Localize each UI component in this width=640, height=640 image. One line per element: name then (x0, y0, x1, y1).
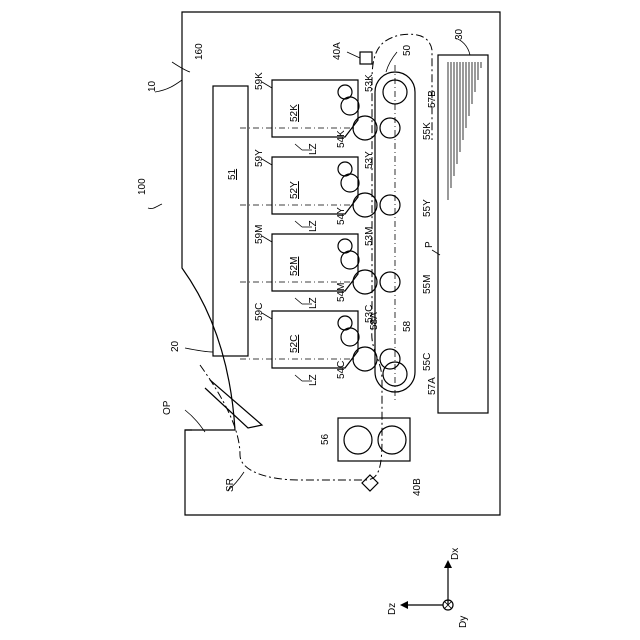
drum-label-52m: 54M (336, 283, 347, 302)
fixing-roller-1 (344, 426, 372, 454)
drum-label-52y: 54Y (336, 207, 347, 225)
cartridge-label-52k: 52K (289, 104, 300, 122)
label-57a: 57A (427, 377, 438, 395)
beam-label-52m: 59M (254, 225, 265, 244)
photoconductor-drum-52k (353, 116, 377, 140)
housing-frame (182, 12, 500, 515)
developer-label-52m: 53M (364, 227, 375, 246)
label-56: 56 (320, 433, 331, 445)
label-57b: 57B (427, 90, 438, 108)
leader-40a (347, 52, 360, 58)
photoconductor-drum-52y (353, 193, 377, 217)
developer-roller-52c (341, 328, 359, 346)
leader-100 (148, 204, 162, 209)
lz-label-52y: LZ (308, 220, 319, 232)
cartridge-label-52m: 52M (289, 257, 300, 276)
transfer-roller-52m (380, 272, 400, 292)
transfer-label-52k: 55K (422, 122, 433, 140)
label-58: 58 (402, 320, 413, 332)
developer-roller-52y (341, 174, 359, 192)
label-58a: 58A (369, 312, 380, 330)
photoconductor-drum-52c (353, 347, 377, 371)
beam-label-52y: 59Y (254, 149, 265, 167)
beam-label-52k: 59K (254, 72, 265, 90)
label-40b: 40B (412, 478, 423, 496)
fixing-unit (338, 418, 410, 461)
cartridge-52m (272, 234, 358, 291)
leader-op (185, 410, 205, 432)
leader-p (432, 250, 440, 255)
drum-label-52k: 54K (336, 130, 347, 148)
sensor-a-icon (360, 52, 372, 64)
label-20: 20 (170, 340, 181, 352)
label-50: 50 (402, 44, 413, 56)
label-p: P (424, 241, 435, 248)
developer-label-52y: 53Y (364, 151, 375, 169)
exposure-unit (213, 86, 248, 356)
developer-roller-52k (341, 97, 359, 115)
transfer-roller-52c (380, 349, 400, 369)
label-100: 100 (137, 178, 148, 195)
axis-dz-arrowhead (400, 601, 408, 609)
photoconductor-drum-52m (353, 270, 377, 294)
paper-stack (448, 62, 481, 200)
lz-label-52c: LZ (308, 374, 319, 386)
sheet-route (200, 34, 432, 480)
beam-label-52c: 59C (254, 303, 265, 321)
label-160: 160 (194, 43, 205, 60)
label-30: 30 (454, 28, 465, 40)
axis-dz-label: Dz (387, 603, 398, 615)
cartridge-label-52c: 52C (289, 335, 300, 353)
leader-10 (155, 80, 182, 92)
leader-160 (172, 62, 190, 72)
transfer-roller-52k (380, 118, 400, 138)
lz-label-52k: LZ (308, 143, 319, 155)
leader-20 (185, 348, 213, 352)
developer-label-52k: 53K (364, 74, 375, 92)
label-40a: 40A (332, 42, 343, 60)
transfer-label-52m: 55M (422, 275, 433, 294)
axis-indicator: Dx Dz Dy (387, 548, 469, 628)
cartridge-52y (272, 157, 358, 214)
label-sr: SR (225, 478, 236, 492)
manual-tray (205, 380, 262, 428)
transfer-label-52y: 55Y (422, 199, 433, 217)
cartridge-label-52y: 52Y (289, 181, 300, 199)
axis-dx-label: Dx (450, 548, 461, 560)
transfer-label-52c: 55C (422, 353, 433, 371)
cartridge-52k (272, 80, 358, 137)
lz-label-52m: LZ (308, 297, 319, 309)
sensor-b-icon (362, 475, 378, 491)
label-10: 10 (147, 80, 158, 92)
transfer-roller-52y (380, 195, 400, 215)
developer-roller-52m (341, 251, 359, 269)
label-op: OP (162, 400, 173, 415)
axis-dx-arrowhead (444, 560, 452, 568)
cartridge-52c (272, 311, 358, 368)
axis-dy-label: Dy (458, 616, 469, 628)
exposure-unit-label: 51 (227, 168, 238, 180)
drum-label-52c: 54C (336, 361, 347, 379)
